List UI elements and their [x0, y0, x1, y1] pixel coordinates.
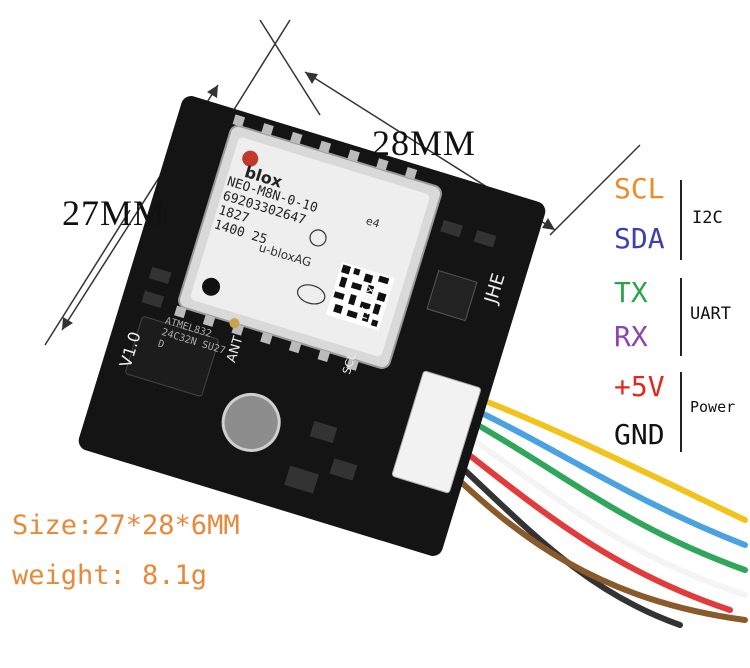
weight-spec: weight: 8.1g: [12, 560, 208, 591]
uart-group-label: UART: [690, 304, 731, 324]
length-dimension-label: 28MM: [372, 123, 477, 163]
size-spec: Size:27*28*6MM: [12, 510, 240, 541]
pcb-board: [78, 96, 546, 556]
width-dimension-label: 27MM: [62, 193, 167, 233]
pin-rx-label: RX: [614, 320, 648, 353]
uart-bracket: [680, 278, 682, 356]
pin-tx-label: TX: [614, 276, 648, 309]
pinout-legend: SCL SDA TX RX +5V GND I2C UART Power: [612, 172, 748, 452]
power-bracket: [680, 372, 682, 452]
power-group-label: Power: [690, 398, 736, 416]
pin-scl-label: SCL: [614, 172, 665, 205]
pin-gnd-label: GND: [614, 418, 665, 451]
pin-5v-label: +5V: [614, 370, 665, 403]
i2c-bracket: [680, 180, 682, 260]
gps-shield: [178, 124, 442, 369]
pin-sda-label: SDA: [614, 222, 665, 255]
i2c-group-label: I2C: [692, 208, 723, 228]
wire-bundle: [437, 392, 748, 628]
